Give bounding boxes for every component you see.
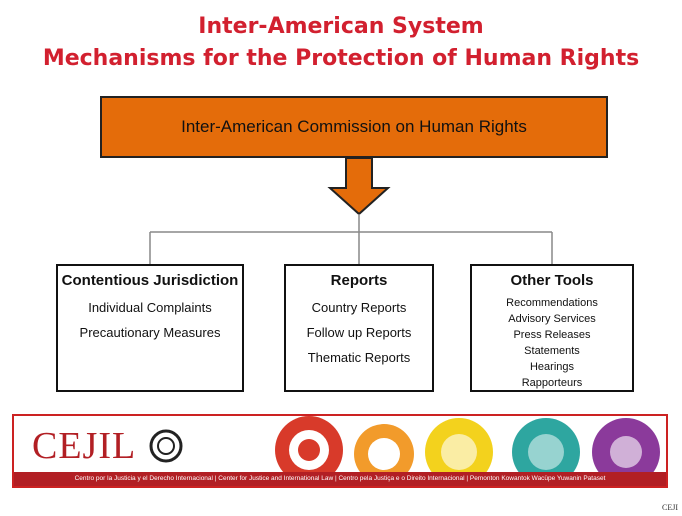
banner-decoration — [149, 416, 660, 476]
other-tools-box: Other Tools Recommendations Advisory Ser… — [470, 264, 634, 392]
other-item-rapporteurs: Rapporteurs — [521, 377, 583, 389]
other-item-hearings: Hearings — [529, 361, 575, 373]
other-item-recommendations: Recommendations — [506, 297, 598, 309]
banner-strip-text: Centro por la Justicia y el Derecho Inte… — [14, 472, 666, 486]
cejil-banner: CEJIL Centro por la Justicia y el Derech… — [12, 414, 668, 488]
reports-item-country: Country Reports — [311, 300, 407, 315]
diagram-title-line2: Mechanisms for the Protection of Human R… — [42, 46, 640, 71]
other-item-statements: Statements — [524, 345, 580, 357]
other-tools-heading: Other Tools — [510, 272, 594, 289]
seal-icon — [149, 429, 183, 463]
reports-item-thematic: Thematic Reports — [307, 350, 411, 365]
reports-box: Reports Country Reports Follow up Report… — [284, 264, 434, 392]
down-arrow-icon — [327, 157, 391, 216]
commission-label: Inter-American Commission on Human Right… — [181, 117, 527, 136]
cejil-logo: CEJIL — [32, 425, 137, 467]
contentious-heading: Contentious Jurisdiction — [61, 272, 239, 289]
reports-heading: Reports — [330, 272, 388, 289]
corner-label: CEJI — [662, 503, 678, 512]
other-item-advisory-services: Advisory Services — [508, 313, 596, 325]
contentious-item-precautionary-measures: Precautionary Measures — [79, 325, 221, 340]
other-item-press-releases: Press Releases — [513, 329, 591, 341]
diagram-title-line1: Inter-American System — [198, 14, 484, 39]
contentious-item-individual-complaints: Individual Complaints — [88, 300, 212, 315]
contentious-jurisdiction-box: Contentious Jurisdiction Individual Comp… — [56, 264, 244, 392]
reports-item-follow-up: Follow up Reports — [306, 325, 412, 340]
